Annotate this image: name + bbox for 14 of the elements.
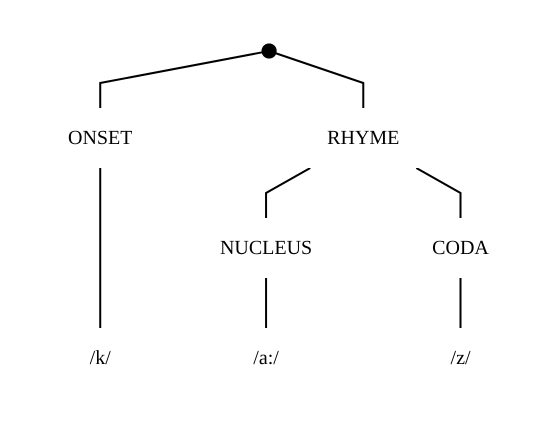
connector [98,50,262,108]
node-text: CODA [432,236,488,258]
node-text: /z/ [450,346,470,368]
connector [98,168,101,328]
node-text: NUCLEUS [220,236,312,258]
node-text: /k/ [89,346,110,368]
connector [459,278,462,328]
connector [264,278,267,328]
node-text: RHYME [326,126,399,148]
node-text: /a:/ [252,346,278,368]
connector [264,166,310,218]
node-text: ONSET [68,126,132,148]
connector [415,166,462,218]
connector [275,52,364,108]
